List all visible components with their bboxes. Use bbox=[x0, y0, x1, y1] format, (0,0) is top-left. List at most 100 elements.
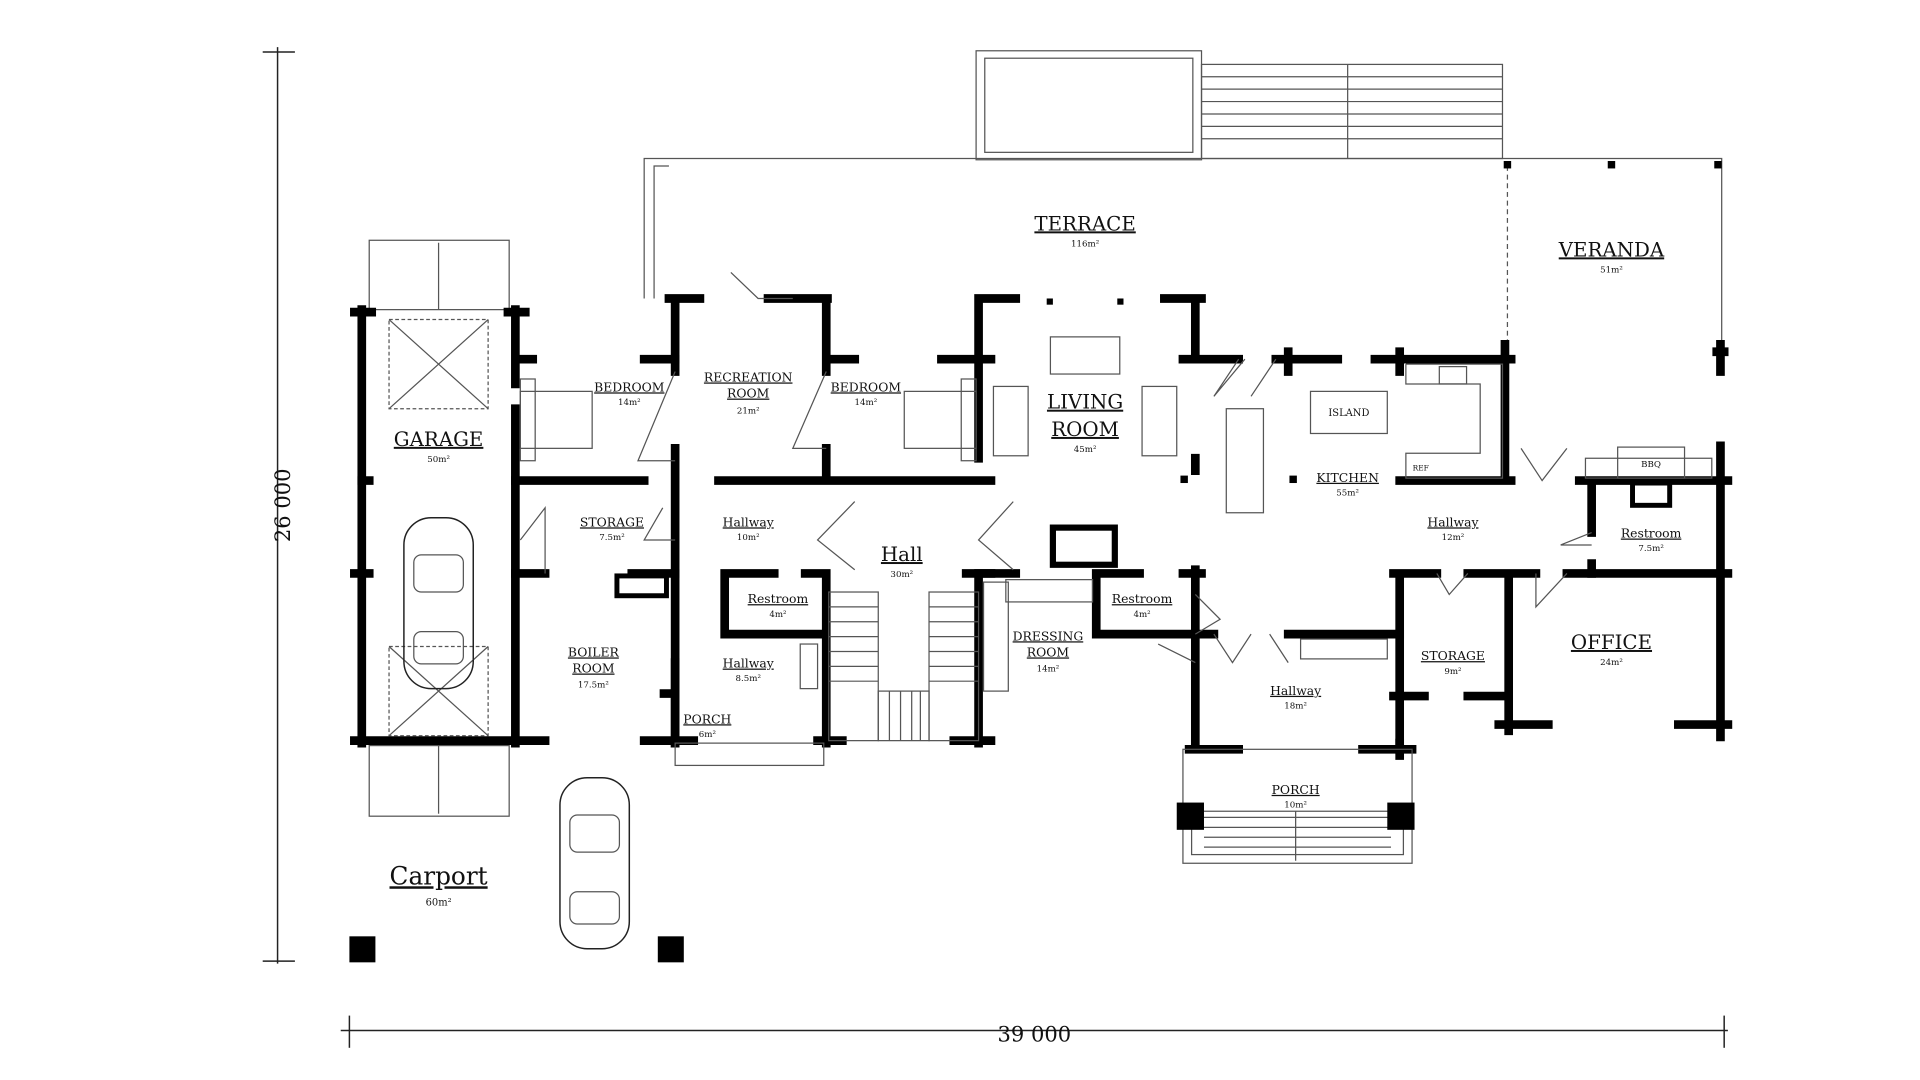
room-restroom-1: Restroom 7.5m² bbox=[1621, 527, 1682, 555]
svg-text:4m²: 4m² bbox=[769, 610, 786, 620]
room-porch-2: PORCH 10m² bbox=[1272, 783, 1320, 811]
room-hallway-1: Hallway 10m² bbox=[723, 515, 774, 543]
svg-text:4m²: 4m² bbox=[1133, 610, 1150, 620]
svg-text:14m²: 14m² bbox=[1037, 664, 1060, 674]
svg-text:116m²: 116m² bbox=[1071, 239, 1099, 249]
carport-post bbox=[657, 936, 684, 963]
room-storage-2: STORAGE 9m² bbox=[1421, 649, 1485, 677]
furniture bbox=[519, 336, 1713, 692]
svg-text:STORAGE: STORAGE bbox=[1421, 649, 1485, 663]
svg-text:7.5m²: 7.5m² bbox=[1638, 544, 1663, 554]
svg-text:Hallway: Hallway bbox=[1270, 684, 1321, 698]
room-living: LIVING ROOM 45m² bbox=[1047, 391, 1123, 455]
room-office: OFFICE 24m² bbox=[1571, 631, 1652, 668]
car-carport-icon bbox=[559, 777, 631, 950]
staircase bbox=[828, 591, 980, 742]
svg-text:45m²: 45m² bbox=[1074, 445, 1097, 455]
room-terrace: TERRACE 116m² bbox=[1034, 212, 1135, 249]
room-bedroom-1: BEDROOM 14m² bbox=[594, 380, 665, 408]
svg-text:OFFICE: OFFICE bbox=[1571, 631, 1652, 654]
svg-text:55m²: 55m² bbox=[1336, 488, 1359, 498]
carport-post bbox=[349, 936, 376, 963]
svg-text:Hallway: Hallway bbox=[723, 657, 774, 671]
svg-text:LIVING: LIVING bbox=[1047, 391, 1123, 414]
walls bbox=[350, 294, 1733, 760]
porch-steps bbox=[674, 742, 1415, 864]
svg-text:TERRACE: TERRACE bbox=[1034, 212, 1135, 235]
pool bbox=[975, 50, 1203, 161]
room-veranda: VERANDA 51m² bbox=[1558, 238, 1665, 275]
svg-text:10m²: 10m² bbox=[737, 533, 760, 543]
room-garage: GARAGE 50m² bbox=[394, 428, 484, 465]
svg-text:Hallway: Hallway bbox=[723, 515, 774, 529]
room-restroom-2: Restroom 4m² bbox=[748, 592, 809, 620]
svg-text:Carport: Carport bbox=[390, 861, 488, 890]
room-restroom-3: Restroom 4m² bbox=[1112, 592, 1173, 620]
svg-text:Restroom: Restroom bbox=[748, 592, 809, 606]
island-label: ISLAND bbox=[1328, 408, 1369, 419]
svg-text:21m²: 21m² bbox=[737, 407, 760, 417]
svg-text:10m²: 10m² bbox=[1284, 801, 1307, 811]
column bbox=[1289, 475, 1297, 484]
svg-text:Restroom: Restroom bbox=[1112, 592, 1173, 606]
svg-text:BEDROOM: BEDROOM bbox=[831, 380, 902, 394]
restroom-unit bbox=[1630, 480, 1673, 508]
svg-text:ROOM: ROOM bbox=[1051, 418, 1119, 441]
svg-text:8.5m²: 8.5m² bbox=[735, 674, 760, 684]
terrace-steps bbox=[1200, 63, 1504, 160]
height-dimension-label: 26 000 bbox=[270, 468, 295, 542]
svg-text:Hallway: Hallway bbox=[1427, 515, 1478, 529]
svg-text:Restroom: Restroom bbox=[1621, 527, 1682, 541]
svg-text:30m²: 30m² bbox=[890, 570, 913, 580]
dimension-height: 26 000 bbox=[262, 47, 295, 964]
room-carport: Carport 60m² bbox=[390, 861, 488, 908]
svg-text:BEDROOM: BEDROOM bbox=[594, 380, 665, 394]
room-storage-1: STORAGE 7.5m² bbox=[580, 515, 644, 543]
svg-text:KITCHEN: KITCHEN bbox=[1316, 471, 1379, 485]
room-kitchen: KITCHEN 55m² bbox=[1316, 471, 1379, 499]
column bbox=[1180, 475, 1188, 484]
column bbox=[1117, 298, 1124, 305]
car-garage-icon bbox=[403, 516, 474, 690]
svg-text:RECREATION: RECREATION bbox=[704, 370, 793, 384]
svg-text:7.5m²: 7.5m² bbox=[599, 533, 624, 543]
svg-text:PORCH: PORCH bbox=[1272, 783, 1320, 797]
svg-text:ROOM: ROOM bbox=[572, 662, 615, 676]
svg-text:51m²: 51m² bbox=[1600, 265, 1623, 275]
bbq-label: BBQ bbox=[1641, 460, 1661, 470]
svg-text:VERANDA: VERANDA bbox=[1558, 238, 1665, 261]
svg-text:9m²: 9m² bbox=[1444, 667, 1461, 677]
room-hallway-3: Hallway 8.5m² bbox=[723, 657, 774, 685]
width-dimension-label: 39 000 bbox=[997, 1022, 1071, 1047]
svg-text:PORCH: PORCH bbox=[683, 712, 731, 726]
svg-text:ROOM: ROOM bbox=[727, 387, 770, 401]
doors bbox=[519, 272, 1592, 664]
garage-doors bbox=[368, 239, 510, 817]
svg-text:24m²: 24m² bbox=[1600, 658, 1623, 668]
room-hall: Hall 30m² bbox=[881, 543, 923, 580]
svg-text:STORAGE: STORAGE bbox=[580, 515, 644, 529]
svg-text:14m²: 14m² bbox=[618, 398, 641, 408]
svg-text:12m²: 12m² bbox=[1442, 533, 1465, 543]
svg-text:BOILER: BOILER bbox=[568, 645, 620, 659]
svg-text:Hall: Hall bbox=[881, 543, 923, 566]
fireplace bbox=[1049, 524, 1118, 568]
svg-text:GARAGE: GARAGE bbox=[394, 428, 484, 451]
dimension-width: 39 000 bbox=[340, 1015, 1728, 1048]
terrace-outline bbox=[643, 157, 1723, 347]
room-hallway-2: Hallway 12m² bbox=[1427, 515, 1478, 543]
ref-label: REF bbox=[1413, 464, 1429, 473]
svg-text:14m²: 14m² bbox=[855, 398, 878, 408]
svg-text:17.5m²: 17.5m² bbox=[578, 680, 609, 690]
svg-text:6m²: 6m² bbox=[699, 730, 716, 740]
room-dressing: DRESSING ROOM 14m² bbox=[1013, 629, 1084, 674]
room-recreation: RECREATION ROOM 21m² bbox=[704, 370, 793, 416]
svg-text:DRESSING: DRESSING bbox=[1013, 629, 1084, 643]
svg-text:ROOM: ROOM bbox=[1027, 645, 1070, 659]
svg-text:18m²: 18m² bbox=[1284, 701, 1307, 711]
room-porch-1: PORCH 6m² bbox=[683, 712, 731, 740]
svg-text:50m²: 50m² bbox=[427, 455, 450, 465]
svg-text:60m²: 60m² bbox=[426, 897, 452, 908]
room-boiler: BOILER ROOM 17.5m² bbox=[568, 645, 620, 690]
